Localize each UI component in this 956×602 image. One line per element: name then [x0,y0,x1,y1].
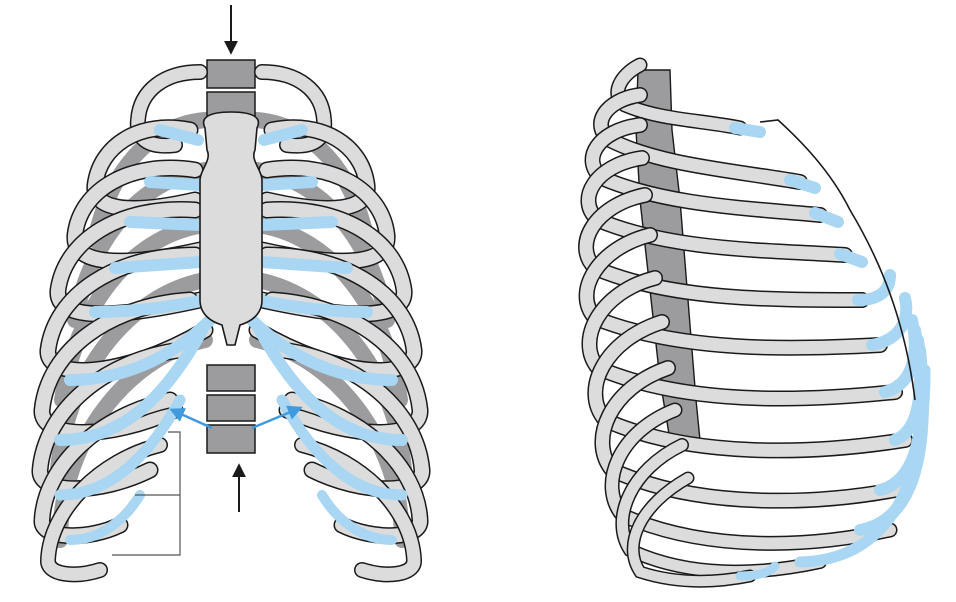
leader-lines [112,431,181,556]
lateral-view [578,57,931,588]
left-cartilage-arrow [169,408,213,430]
costal-cartilage-lateral [729,122,931,581]
lateral-ribs [578,57,913,588]
right-cartilage-arrow [251,405,303,430]
vertebral-column-anterior [206,59,256,454]
sternum [199,111,263,346]
leader-line [112,431,181,556]
anterior-view [31,59,431,583]
anterior-arrows [169,5,303,512]
sternum-lateral-outline [759,119,916,401]
